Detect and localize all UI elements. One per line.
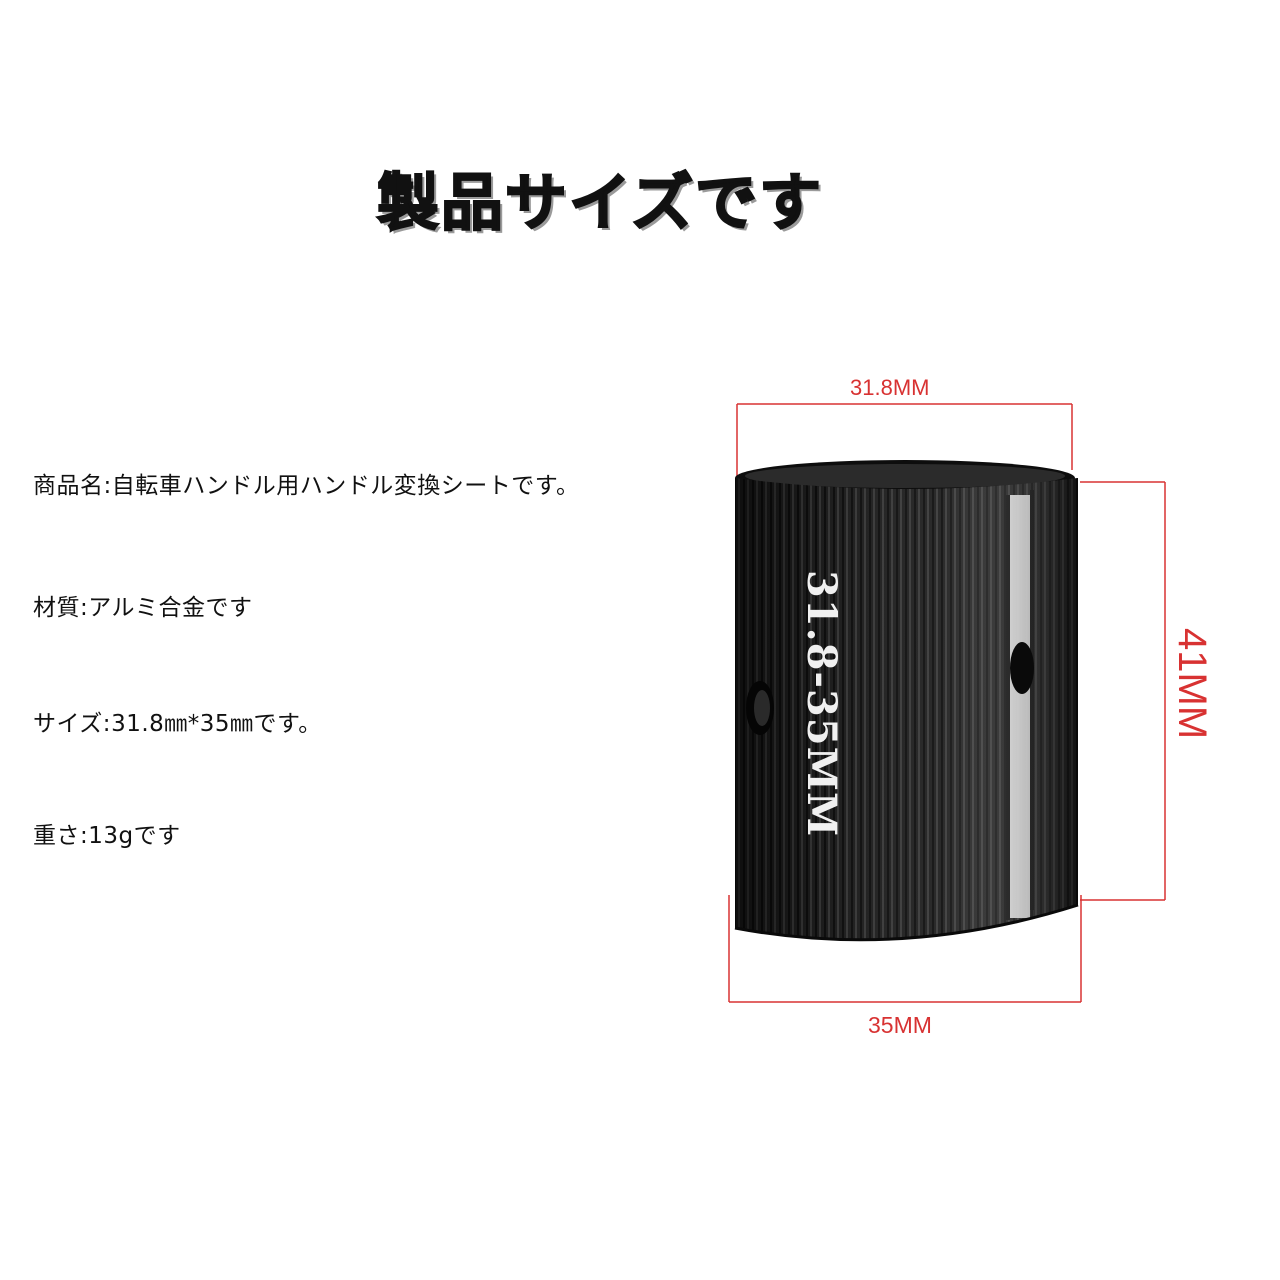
spec-material-value: アルミ合金です: [88, 595, 253, 621]
dimension-label-right: 41MM: [1170, 628, 1214, 740]
spec-product-name: 商品名:自転車ハンドル用ハンドル変換シートです。: [33, 466, 579, 500]
spec-product-name-label: 商品名:: [33, 473, 112, 499]
dimension-label-bottom: 35MM: [868, 1012, 932, 1038]
spec-size-label: サイズ:: [33, 711, 112, 737]
dimension-label-top: 31.8MM: [850, 375, 930, 400]
page-title: 製品サイズです: [376, 166, 824, 239]
spec-size: サイズ:31.8㎜*35㎜です。: [33, 704, 322, 738]
spec-weight-value: 13gです: [88, 823, 181, 849]
spec-weight-label: 重さ:: [33, 823, 89, 849]
shim-sleeve: [734, 460, 1079, 942]
spec-product-name-value: 自転車ハンドル用ハンドル変換シートです。: [111, 473, 580, 499]
spec-material: 材質:アルミ合金です: [33, 588, 253, 622]
spec-material-label: 材質:: [33, 595, 89, 621]
spec-weight: 重さ:13gです: [33, 816, 181, 850]
spec-size-value: 31.8㎜*35㎜です。: [111, 711, 322, 737]
product-print-label: 31.8-35MM: [798, 570, 845, 838]
